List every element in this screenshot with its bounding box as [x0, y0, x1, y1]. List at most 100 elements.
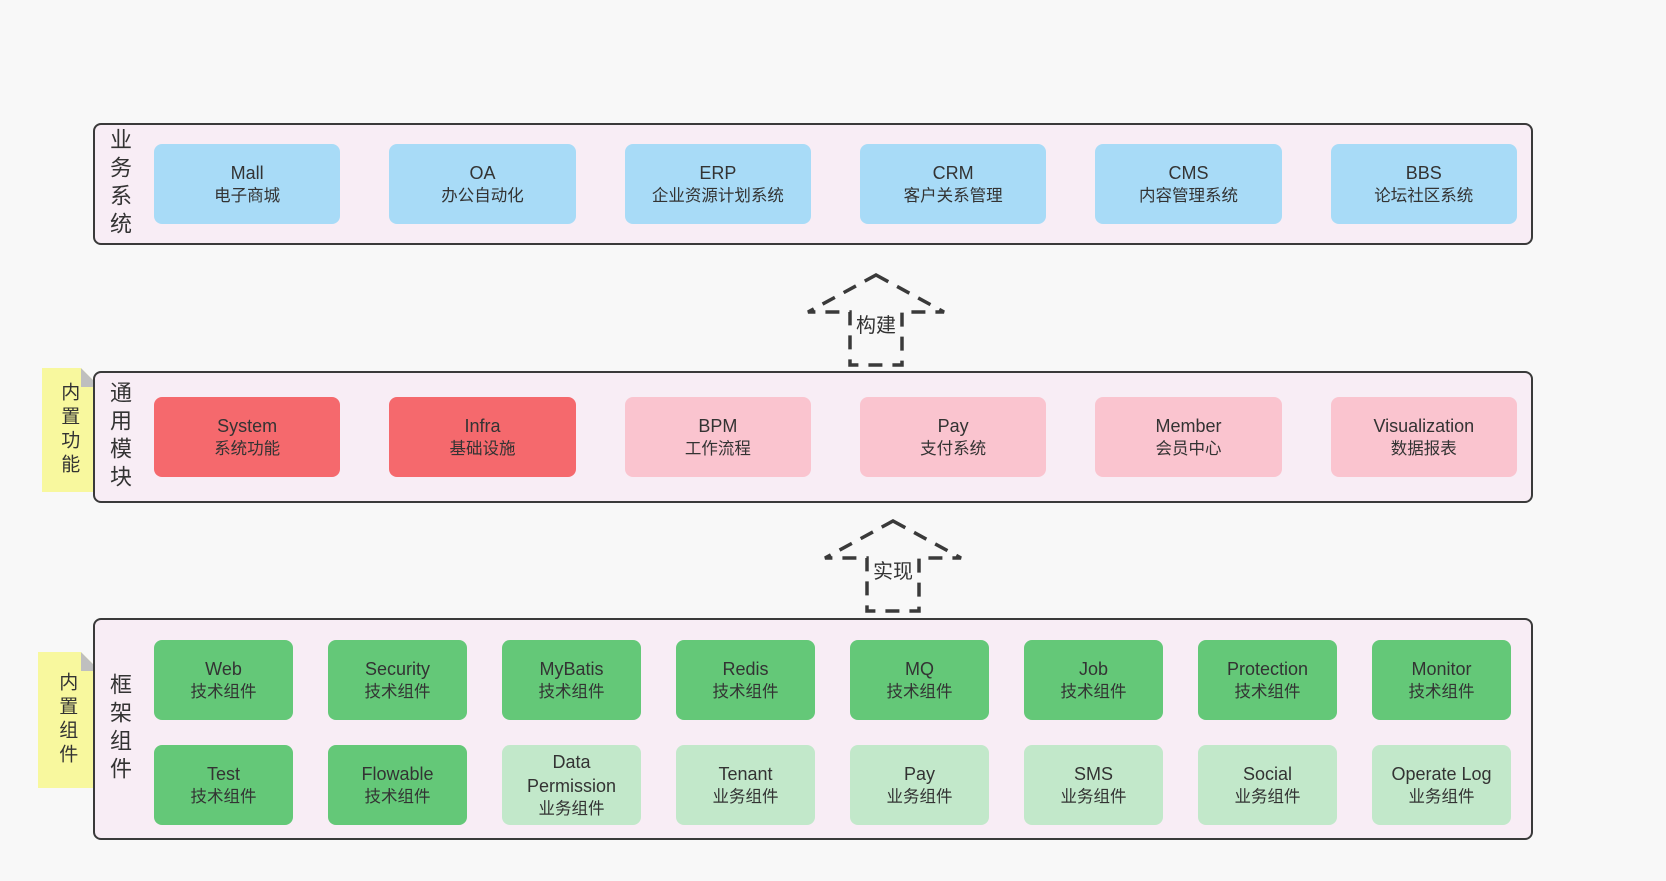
box-title: CRM	[932, 162, 974, 183]
module-box-job: Job 技术组件	[1024, 640, 1163, 720]
box-subtitle: 技术组件	[364, 683, 431, 702]
box-subtitle: 业务组件	[1408, 788, 1475, 807]
box-title: Test	[206, 763, 240, 784]
module-box-protection: Protection 技术组件	[1198, 640, 1337, 720]
module-box-visualization: Visualization 数据报表	[1330, 397, 1517, 477]
box-title: Web	[205, 658, 242, 679]
box-subtitle: 业务组件	[1234, 788, 1301, 807]
box-subtitle: 技术组件	[364, 788, 431, 807]
module-box-flowable: Flowable 技术组件	[328, 745, 467, 825]
band-label-framework-components: 框架组件	[107, 673, 132, 785]
box-title: ERP	[699, 162, 737, 183]
band-label-business-systems: 业务系统	[107, 128, 132, 240]
box-title: Social	[1242, 763, 1293, 784]
implement-arrow-icon: 实现	[818, 518, 968, 614]
box-title: Flowable	[361, 763, 434, 784]
box-title: Pay	[937, 415, 969, 436]
band-common-modules: 通用模块 System 系统功能 Infra 基础设施 BPM 工作流程 Pay 支付系统 Me…	[93, 371, 1533, 503]
box-title: Redis	[722, 658, 769, 679]
module-box-operate-log: Operate Log 业务组件	[1372, 745, 1511, 825]
box-title: Infra	[464, 415, 501, 436]
box-title: Operate Log	[1391, 763, 1492, 784]
box-title: CMS	[1168, 162, 1209, 183]
box-subtitle: 基础设施	[449, 440, 516, 459]
box-title: Data Permission	[526, 751, 617, 796]
box-subtitle: 企业资源计划系统	[651, 187, 784, 206]
box-subtitle: 业务组件	[1060, 788, 1127, 807]
module-box-infra: Infra 基础设施	[389, 397, 576, 477]
box-subtitle: 业务组件	[886, 788, 953, 807]
module-box-monitor: Monitor 技术组件	[1372, 640, 1511, 720]
box-title: Protection	[1226, 658, 1309, 679]
box-subtitle: 技术组件	[1234, 683, 1301, 702]
module-box-bbs: BBS 论坛社区系统	[1330, 144, 1517, 224]
band-framework-components: 框架组件 Web 技术组件 Security 技术组件 MyBatis 技术组件 Redis…	[93, 618, 1533, 840]
box-title: Security	[364, 658, 431, 679]
sticky-note-label: 内置组件	[56, 672, 78, 768]
box-title: BBS	[1405, 162, 1442, 183]
module-box-bpm: BPM 工作流程	[624, 397, 811, 477]
box-subtitle: 技术组件	[1408, 683, 1475, 702]
box-title: MQ	[905, 658, 934, 679]
common-modules-row: System 系统功能 Infra 基础设施 BPM 工作流程 Pay 支付系统 Member 会…	[154, 397, 1517, 477]
module-box-social: Social 业务组件	[1198, 745, 1337, 825]
module-box-system: System 系统功能	[154, 397, 341, 477]
module-box-mall: Mall 电子商城	[154, 144, 341, 224]
box-subtitle: 业务组件	[712, 788, 779, 807]
sticky-note-label: 内置功能	[58, 382, 80, 478]
box-subtitle: 办公自动化	[441, 187, 524, 206]
module-box-data-permission: Data Permission 业务组件	[502, 745, 641, 825]
up-block-arrow-icon	[807, 273, 945, 367]
box-title: Job	[1078, 658, 1109, 679]
module-box-cms: CMS 内容管理系统	[1095, 144, 1282, 224]
box-subtitle: 技术组件	[190, 788, 257, 807]
box-subtitle: 技术组件	[886, 683, 953, 702]
box-subtitle: 论坛社区系统	[1374, 187, 1474, 206]
module-box-pay: Pay 支付系统	[859, 397, 1047, 477]
box-subtitle: 电子商城	[214, 187, 281, 206]
module-box-oa: OA 办公自动化	[389, 144, 576, 224]
module-box-sms: SMS 业务组件	[1024, 745, 1163, 825]
box-subtitle: 内容管理系统	[1138, 187, 1238, 206]
box-title: SMS	[1073, 763, 1113, 784]
build-arrow-label: 构建	[853, 308, 899, 339]
box-title: BPM	[698, 415, 738, 436]
box-subtitle: 客户关系管理	[903, 187, 1003, 206]
band-label-common-modules: 通用模块	[107, 381, 132, 493]
module-box-member: Member 会员中心	[1095, 397, 1282, 477]
box-title: Visualization	[1373, 415, 1475, 436]
box-subtitle: 工作流程	[684, 440, 751, 459]
box-title: Monitor	[1411, 658, 1472, 679]
module-box-pay: Pay 业务组件	[850, 745, 989, 825]
module-box-crm: CRM 客户关系管理	[859, 144, 1047, 224]
box-title: OA	[469, 162, 496, 183]
module-box-erp: ERP 企业资源计划系统	[624, 144, 811, 224]
box-title: MyBatis	[539, 658, 604, 679]
box-title: Mall	[230, 162, 264, 183]
module-box-mybatis: MyBatis 技术组件	[502, 640, 641, 720]
module-box-security: Security 技术组件	[328, 640, 467, 720]
box-subtitle: 支付系统	[920, 440, 987, 459]
module-box-mq: MQ 技术组件	[850, 640, 989, 720]
box-title: Member	[1155, 415, 1222, 436]
box-title: Pay	[903, 763, 936, 784]
box-subtitle: 系统功能	[214, 440, 281, 459]
implement-arrow-label: 实现	[870, 554, 916, 585]
business-systems-row: Mall 电子商城 OA 办公自动化 ERP 企业资源计划系统 CRM 客户关系管理 CMS 内容…	[154, 144, 1517, 224]
box-subtitle: 会员中心	[1155, 440, 1222, 459]
module-box-test: Test 技术组件	[154, 745, 293, 825]
module-box-web: Web 技术组件	[154, 640, 293, 720]
up-block-arrow-icon	[824, 519, 962, 613]
box-subtitle: 技术组件	[190, 683, 257, 702]
sticky-note-builtin-features: 内置功能	[42, 368, 100, 492]
box-subtitle: 技术组件	[538, 683, 605, 702]
box-subtitle: 技术组件	[1060, 683, 1127, 702]
box-title: System	[217, 415, 278, 436]
band-business-systems: 业务系统 Mall 电子商城 OA 办公自动化 ERP 企业资源计划系统 CRM 客户关系管理…	[93, 123, 1533, 245]
box-subtitle: 数据报表	[1390, 440, 1457, 459]
box-subtitle: 业务组件	[538, 800, 605, 819]
sticky-note-builtin-components: 内置组件	[38, 652, 100, 788]
